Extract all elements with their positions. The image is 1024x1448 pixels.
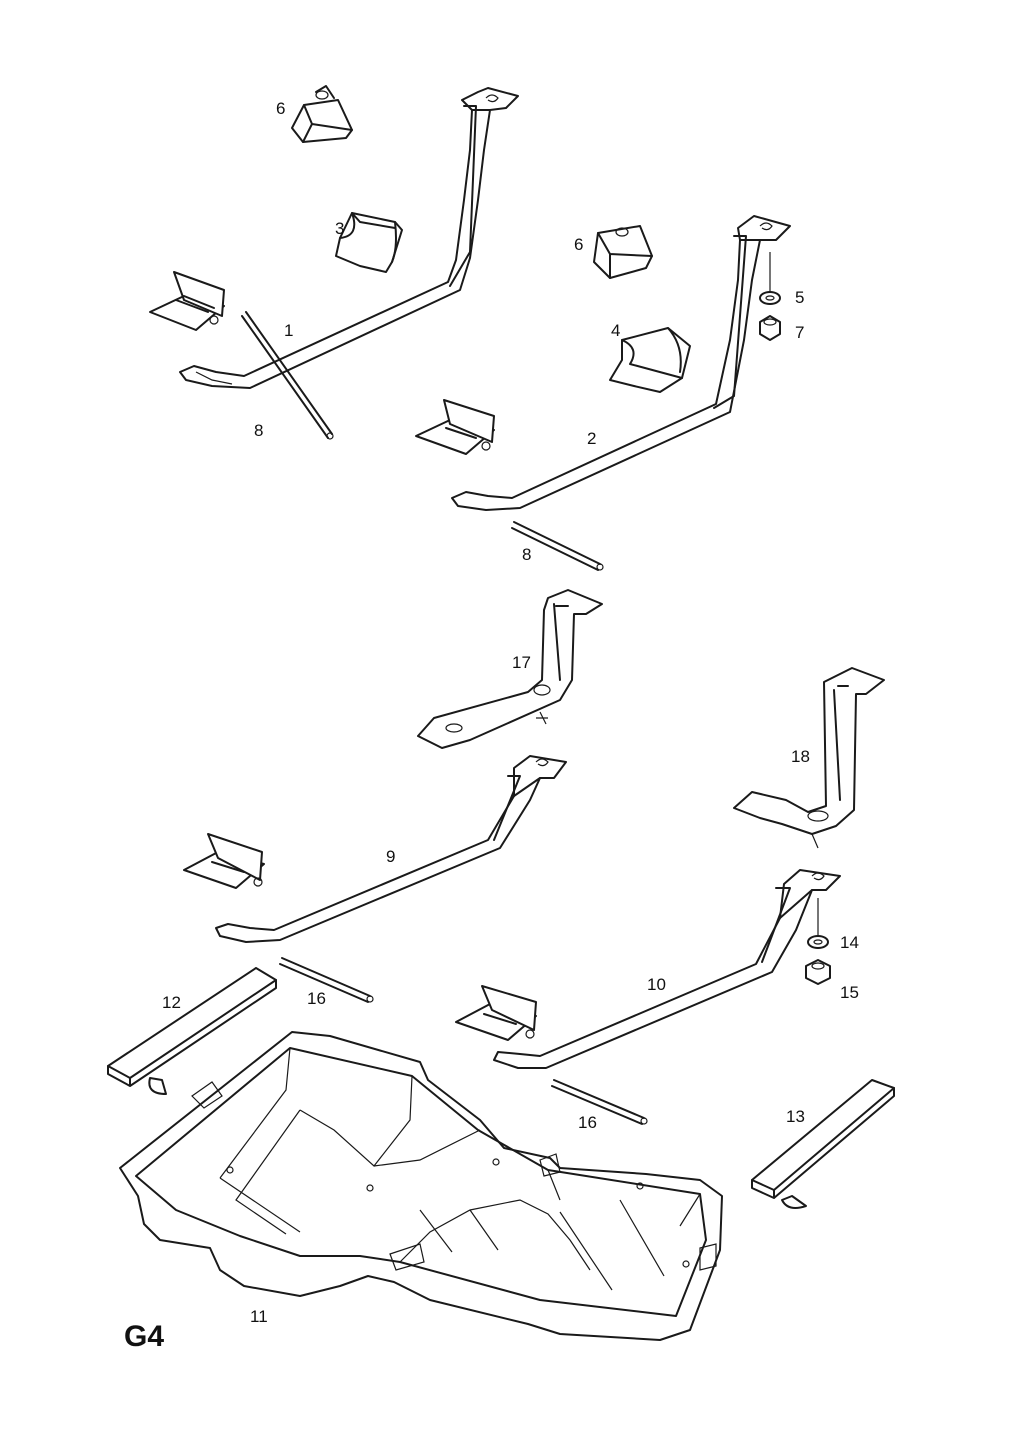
callout-5: 5 [795,288,804,307]
pin-part-16-right [551,1079,648,1125]
washer-part-5 [759,252,781,305]
callout-4: 4 [611,321,620,340]
nut-part-7 [759,315,781,341]
saddle-pad-part-3 [335,212,403,273]
callout-14: 14 [840,933,859,952]
callout-8-lower: 8 [522,545,531,564]
bracket-part-17 [417,589,603,749]
callout-6-lower: 6 [574,235,583,254]
callout-13: 13 [786,1107,805,1126]
rubber-block-part-6-upper [291,85,353,143]
tank-strap-part-2 [451,215,791,511]
hinge-plate-lower-middle [455,985,537,1041]
rubber-block-part-6-lower [593,225,653,279]
callout-8-upper: 8 [254,421,263,440]
hinge-plate-lower-left [183,833,265,889]
sheet-code: G4 [124,1320,164,1353]
saddle-pad-part-4 [609,327,691,393]
callout-16-left: 16 [307,989,326,1008]
hinge-plate-middle [415,399,495,455]
pin-part-16-left [279,957,374,1003]
hinge-plate-upper-left [149,271,225,331]
callout-16-right: 16 [578,1113,597,1132]
washer-part-14 [807,898,829,949]
callout-17: 17 [512,653,531,672]
insulating-strip-part-13 [751,1079,895,1209]
bracket-part-18 [733,667,885,849]
callout-2: 2 [587,429,596,448]
pin-part-8-upper [241,311,334,440]
tank-strap-part-9 [215,755,567,943]
fuel-tank-part-11 [119,1031,723,1341]
callout-11: 11 [250,1307,268,1326]
pin-part-8-middle [511,521,604,571]
insulating-strip-part-12 [107,967,277,1095]
callout-1: 1 [284,321,293,340]
callout-7: 7 [795,323,804,342]
callout-6-upper: 6 [276,99,285,118]
callout-18: 18 [791,747,810,766]
callout-15: 15 [840,983,859,1002]
callout-9: 9 [386,847,395,866]
callout-12: 12 [162,993,181,1012]
nut-part-15 [805,959,831,985]
tank-strap-part-1 [179,87,519,389]
tank-strap-part-10 [493,869,841,1069]
callout-10: 10 [647,975,666,994]
callout-3: 3 [335,219,344,238]
